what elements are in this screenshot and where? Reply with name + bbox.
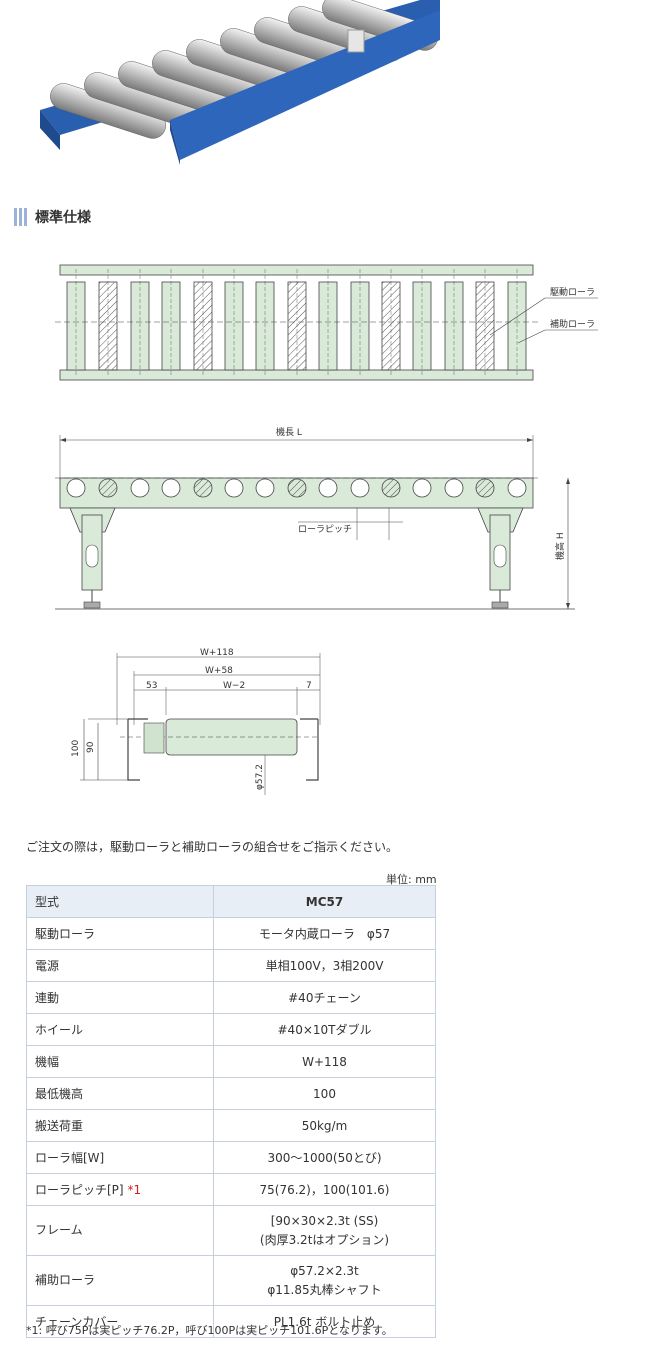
spec-key: チェーンカバー xyxy=(26,1305,214,1338)
aux-roller xyxy=(66,478,86,498)
spec-key: 機幅 xyxy=(26,1045,214,1078)
footnote-mark: *1 xyxy=(127,1183,142,1197)
section-heading: 標準仕様 xyxy=(14,207,91,227)
drive-roller xyxy=(98,478,118,498)
aux-roller xyxy=(130,478,150,498)
dim-7: 7 xyxy=(306,681,312,691)
aux-roller xyxy=(224,478,244,498)
aux-roller xyxy=(350,478,370,498)
spec-key: ローラピッチ[P] *1 xyxy=(26,1173,214,1206)
spec-key: 駆動ローラ xyxy=(26,917,214,950)
dim-90: 90 xyxy=(86,741,96,753)
spec-key: ローラ幅[W] xyxy=(26,1141,214,1174)
spec-value: 単相100V，3相200V xyxy=(213,949,436,982)
aux-roller xyxy=(161,478,181,498)
aux-roller xyxy=(412,478,432,498)
table-row: 連動#40チェーン xyxy=(26,981,436,1014)
dim-phi: φ57.2 xyxy=(255,764,265,790)
dim-100: 100 xyxy=(71,740,81,757)
spec-value: 300～1000(50とび) xyxy=(213,1141,436,1174)
height-label: 機高 H xyxy=(554,532,566,560)
aux-roller xyxy=(507,478,527,498)
spec-header-row: 型式 MC57 xyxy=(26,885,436,918)
spec-value: φ57.2×2.3t φ11.85丸棒シャフト xyxy=(213,1255,436,1306)
spec-key: 最低機高 xyxy=(26,1077,214,1110)
spec-value: PL1.6t ボルト止め xyxy=(213,1305,436,1338)
section-bars-icon xyxy=(14,208,27,226)
spec-value-line1: [90×30×2.3t (SS) xyxy=(270,1213,379,1228)
spec-value: 75(76.2)，100(101.6) xyxy=(213,1173,436,1206)
drive-roller xyxy=(287,478,307,498)
spec-value: #40×10Tダブル xyxy=(213,1013,436,1046)
table-row: ホイール#40×10Tダブル xyxy=(26,1013,436,1046)
unit-label: 単位: mm xyxy=(386,873,437,886)
aux-roller-label: 補助ローラ xyxy=(550,318,595,330)
side-view-drawing: 機長 L ローラピッチ 機高 H xyxy=(55,426,575,610)
length-label: 機長 L xyxy=(276,426,302,438)
front-view-drawing: W+118 W+58 53 W−2 7 100 90 φ57.2 xyxy=(71,648,321,795)
spec-value: W+118 xyxy=(213,1045,436,1078)
drive-roller-label: 駆動ローラ xyxy=(550,287,595,298)
spec-key: 補助ローラ xyxy=(26,1255,214,1306)
spec-value-line2: (肉厚3.2tはオプション) xyxy=(259,1232,390,1247)
aux-roller xyxy=(318,478,338,498)
footnote: *1: 呼び75Pは実ピッチ76.2P，呼び100Pは実ピッチ101.6Pとなり… xyxy=(26,1324,393,1337)
spec-key: 搬送荷重 xyxy=(26,1109,214,1142)
top-view-drawing: 駆動ローラ 補助ローラ xyxy=(55,264,598,381)
table-row: 補助ローラ φ57.2×2.3t φ11.85丸棒シャフト xyxy=(26,1255,436,1306)
table-row: 電源単相100V，3相200V xyxy=(26,949,436,982)
spec-value-line2: φ11.85丸棒シャフト xyxy=(267,1282,382,1297)
order-note: ご注文の際は，駆動ローラと補助ローラの組合せをご指示ください。 xyxy=(26,840,399,854)
pitch-label: ローラピッチ xyxy=(298,524,352,535)
table-row: ローラ幅[W]300～1000(50とび) xyxy=(26,1141,436,1174)
spec-key: ホイール xyxy=(26,1013,214,1046)
spec-value-line1: φ57.2×2.3t xyxy=(290,1263,359,1278)
table-row: フレーム [90×30×2.3t (SS) (肉厚3.2tはオプション) xyxy=(26,1205,436,1256)
spec-key: フレーム xyxy=(26,1205,214,1256)
drive-roller xyxy=(475,478,495,498)
spec-table: 型式 MC57 駆動ローラモータ内蔵ローラ φ57 電源単相100V，3相200… xyxy=(26,885,436,1338)
dim-w58: W+58 xyxy=(205,666,233,676)
spec-key-text: ローラピッチ[P] xyxy=(35,1183,124,1197)
spec-value: 100 xyxy=(213,1077,436,1110)
drive-roller xyxy=(381,478,401,498)
conveyor-photo xyxy=(40,0,440,165)
section-title: 標準仕様 xyxy=(35,210,91,226)
dim-wm2: W−2 xyxy=(223,681,245,691)
spec-header-key: 型式 xyxy=(26,885,214,918)
spec-header-model: MC57 xyxy=(213,885,436,918)
drive-roller xyxy=(193,478,213,498)
spec-value: 50kg/m xyxy=(213,1109,436,1142)
table-row: 駆動ローラモータ内蔵ローラ φ57 xyxy=(26,917,436,950)
dim-53: 53 xyxy=(146,681,157,691)
spec-key: 電源 xyxy=(26,949,214,982)
dim-w118: W+118 xyxy=(200,648,234,658)
aux-roller xyxy=(444,478,464,498)
spec-key: 連動 xyxy=(26,981,214,1014)
aux-roller xyxy=(255,478,275,498)
spec-value: #40チェーン xyxy=(213,981,436,1014)
spec-value: [90×30×2.3t (SS) (肉厚3.2tはオプション) xyxy=(213,1205,436,1256)
spec-value: モータ内蔵ローラ φ57 xyxy=(213,917,436,950)
